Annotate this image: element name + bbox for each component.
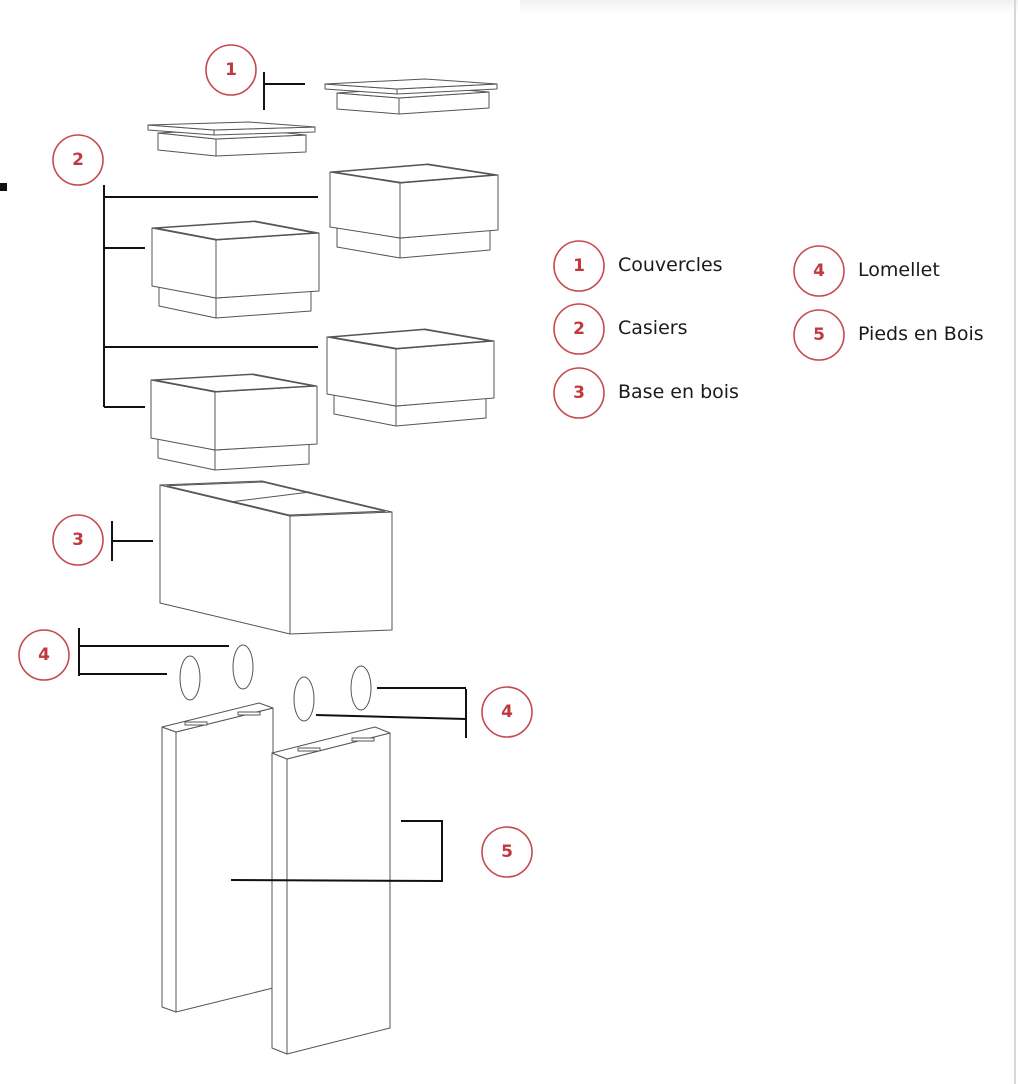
lomellet-4 xyxy=(350,665,372,711)
svg-text:Couvercles: Couvercles xyxy=(618,254,723,276)
casier-4 xyxy=(150,373,318,451)
legend-item-couvercles: 1 Couvercles xyxy=(553,240,723,292)
left-face xyxy=(271,752,288,1055)
right-face xyxy=(214,385,318,451)
svg-text:3: 3 xyxy=(72,530,84,550)
left-face xyxy=(329,171,401,239)
leader-4b xyxy=(315,687,467,738)
legend-item-lomellet: 4 Lomellet xyxy=(793,245,940,297)
base-en-bois xyxy=(159,480,393,635)
leader-4a xyxy=(78,628,229,676)
base-divider xyxy=(229,491,311,503)
callout-5: 5 xyxy=(481,826,533,878)
pied-1 xyxy=(161,702,274,1013)
svg-text:1: 1 xyxy=(225,60,237,80)
lid-2-top xyxy=(147,121,316,136)
casier-3 xyxy=(326,328,495,407)
inner-rim xyxy=(156,221,315,240)
right-face xyxy=(399,174,499,239)
legend-item-casiers: 2 Casiers xyxy=(553,303,688,355)
right-face xyxy=(215,232,320,299)
leader-5 xyxy=(230,820,443,883)
right-face xyxy=(175,707,274,1013)
lomellet-1 xyxy=(179,655,201,701)
legend: 1 Couvercles 2 Casiers 3 Base en bois 4 Lome… xyxy=(553,240,984,419)
leg-slot-1 xyxy=(184,721,208,726)
casier-2 xyxy=(151,220,320,299)
svg-text:4: 4 xyxy=(813,261,825,281)
callout-2: 2 xyxy=(52,134,104,186)
inner-rim xyxy=(166,481,386,516)
callout-3: 3 xyxy=(52,514,104,566)
lid-1-top xyxy=(324,78,498,95)
leader-1 xyxy=(263,72,305,110)
right-face xyxy=(395,340,495,407)
leg-slot-4 xyxy=(351,737,375,742)
svg-text:2: 2 xyxy=(72,150,84,170)
right-face xyxy=(289,511,393,635)
callout-4-left: 4 xyxy=(18,629,70,681)
lid-1-body xyxy=(336,86,490,115)
callout-1: 1 xyxy=(205,44,257,96)
margin-marker xyxy=(0,183,7,191)
leg-slot-2 xyxy=(237,711,261,716)
svg-text:Base en bois: Base en bois xyxy=(618,381,739,403)
svg-text:4: 4 xyxy=(38,645,50,665)
top-face xyxy=(147,121,316,131)
page-top-shadow xyxy=(520,0,1018,14)
inner-rim xyxy=(334,164,494,183)
lomellet-2 xyxy=(232,644,254,690)
svg-text:5: 5 xyxy=(813,325,825,345)
leader-3 xyxy=(111,521,153,561)
pied-2 xyxy=(271,726,391,1055)
parts xyxy=(147,78,499,1055)
callout-4-right: 4 xyxy=(481,686,533,738)
page-edge xyxy=(1014,0,1016,1084)
legend-item-base: 3 Base en bois xyxy=(553,367,739,419)
left-face xyxy=(161,726,177,1013)
top-face xyxy=(324,78,498,90)
leader-2 xyxy=(103,185,318,408)
right-face xyxy=(286,732,391,1055)
lomellet-3 xyxy=(293,676,315,722)
svg-text:Pieds en Bois: Pieds en Bois xyxy=(858,323,984,345)
leader-lines xyxy=(78,72,467,883)
leg-slot-3 xyxy=(297,747,321,752)
legend-item-pieds: 5 Pieds en Bois xyxy=(793,309,984,361)
svg-text:1: 1 xyxy=(573,256,585,276)
inner-rim xyxy=(155,374,313,392)
svg-text:3: 3 xyxy=(573,383,585,403)
casier-1 xyxy=(329,163,499,239)
svg-text:5: 5 xyxy=(501,842,513,862)
svg-text:4: 4 xyxy=(501,702,513,722)
svg-text:2: 2 xyxy=(573,319,585,339)
svg-text:Lomellet: Lomellet xyxy=(858,259,940,281)
inner-rim xyxy=(331,329,490,349)
svg-text:Casiers: Casiers xyxy=(618,317,688,339)
